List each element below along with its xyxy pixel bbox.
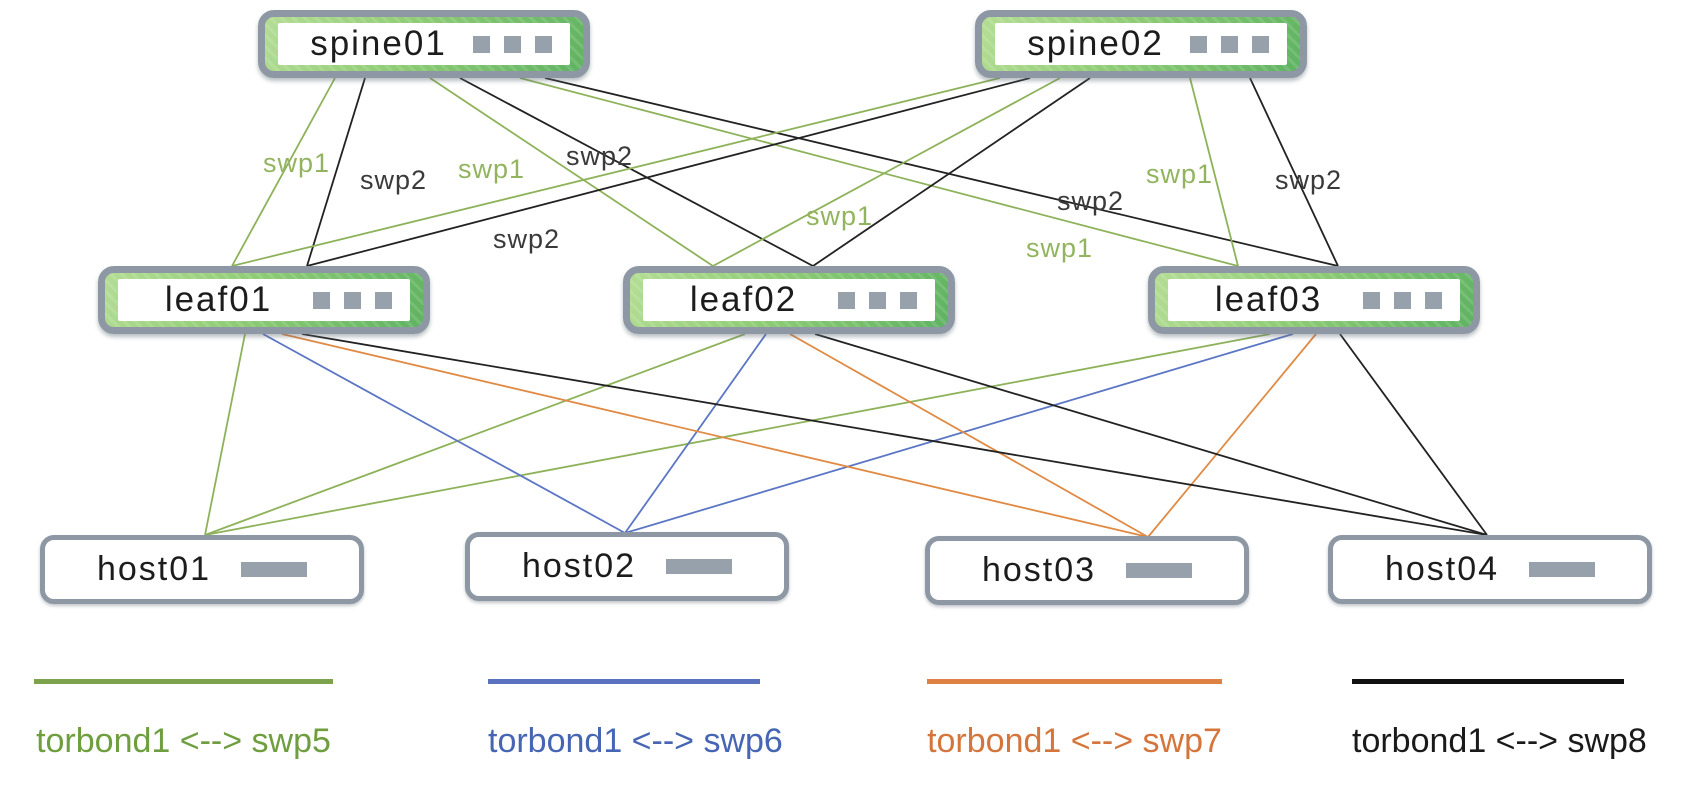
link-leaf03-host04 [1339, 333, 1488, 536]
legend-item-swp5: torbond1 <--> swp5 [34, 679, 333, 761]
port-label-swp2: swp2 [1275, 165, 1343, 195]
link-leaf01-host01 [204, 333, 246, 536]
link-leaf02-host02 [624, 333, 767, 534]
legend-line-green [34, 679, 333, 684]
link-spine01-leaf02-swp1 [429, 77, 714, 267]
port-label-swp2: swp2 [566, 141, 634, 171]
node-label: host02 [521, 547, 637, 585]
legend-item-swp6: torbond1 <--> swp6 [488, 679, 783, 761]
link-leaf03-host01 [204, 333, 1271, 536]
port-squares-icon [1190, 35, 1269, 53]
port-label-swp1: swp1 [263, 148, 331, 178]
port-bar-icon [666, 559, 733, 574]
link-spine02-leaf01-swp2 [306, 77, 1031, 267]
link-leaf01-host02 [262, 333, 626, 534]
link-spine01-leaf03-swp2 [544, 77, 1339, 267]
link-spine02-leaf01-swp1 [231, 77, 1001, 267]
link-spine02-leaf02-swp1 [712, 77, 1061, 267]
link-leaf02-host01 [204, 333, 746, 536]
leaf01-panel: leaf01 [118, 279, 410, 321]
legend-label: torbond1 <--> swp7 [927, 722, 1222, 760]
node-host04: host04 [1328, 535, 1652, 604]
legend-line-black [1352, 679, 1624, 684]
port-label-swp2: swp2 [493, 224, 561, 254]
legend-line-orange [927, 679, 1222, 684]
legend-item-swp8: torbond1 <--> swp8 [1352, 679, 1647, 761]
node-host01: host01 [40, 535, 364, 604]
port-squares-icon [838, 291, 917, 309]
port-squares-icon [1363, 291, 1442, 309]
link-spine01-leaf03-swp1 [519, 77, 1239, 267]
port-squares-icon [473, 35, 552, 53]
link-leaf03-host02 [624, 333, 1294, 534]
link-spine02-leaf03-swp2 [1249, 77, 1339, 267]
legend-label: torbond1 <--> swp8 [1352, 722, 1647, 760]
node-leaf01: leaf01 [98, 266, 430, 334]
link-leaf01-host04 [301, 333, 1488, 536]
port-bar-icon [241, 562, 308, 577]
link-leaf01-host03 [281, 333, 1149, 538]
node-label: host04 [1384, 550, 1500, 588]
node-label: leaf03 [1214, 280, 1323, 319]
spine01-panel: spine01 [278, 23, 570, 65]
link-spine01-leaf01-swp1 [231, 77, 336, 267]
node-label: leaf01 [164, 280, 273, 319]
legend-line-blue [488, 679, 760, 684]
leaf02-panel: leaf02 [643, 279, 935, 321]
leaf03-panel: leaf03 [1168, 279, 1460, 321]
link-spine02-leaf02-swp2 [812, 77, 1091, 267]
link-leaf02-host03 [789, 333, 1149, 538]
node-label: spine01 [310, 24, 447, 63]
link-leaf02-host04 [814, 333, 1488, 536]
node-spine01: spine01 [258, 10, 590, 78]
node-label: spine02 [1027, 24, 1164, 63]
link-spine01-leaf01-swp2 [306, 77, 366, 267]
node-leaf03: leaf03 [1148, 266, 1480, 334]
legend-label: torbond1 <--> swp5 [36, 722, 331, 760]
port-bar-icon [1126, 563, 1193, 578]
link-spine01-leaf02-swp2 [459, 77, 814, 267]
spine02-panel: spine02 [995, 23, 1287, 65]
node-label: host03 [981, 551, 1097, 589]
node-host02: host02 [465, 532, 789, 601]
port-label-swp2: swp2 [360, 165, 428, 195]
port-bar-icon [1529, 562, 1596, 577]
port-label-swp1: swp1 [458, 154, 526, 184]
port-label-swp1: swp1 [1146, 159, 1214, 189]
node-host03: host03 [925, 536, 1249, 605]
port-label-swp2: swp2 [1057, 186, 1125, 216]
link-leaf03-host03 [1147, 333, 1317, 538]
node-leaf02: leaf02 [623, 266, 955, 334]
link-spine02-leaf03-swp1 [1189, 77, 1239, 267]
legend-label: torbond1 <--> swp6 [488, 722, 783, 760]
port-squares-icon [313, 291, 392, 309]
node-spine02: spine02 [975, 10, 1307, 78]
port-label-swp1: swp1 [1026, 233, 1094, 263]
legend-item-swp7: torbond1 <--> swp7 [927, 679, 1222, 761]
port-label-swp1: swp1 [806, 201, 874, 231]
node-label: host01 [96, 550, 212, 588]
node-label: leaf02 [689, 280, 798, 319]
